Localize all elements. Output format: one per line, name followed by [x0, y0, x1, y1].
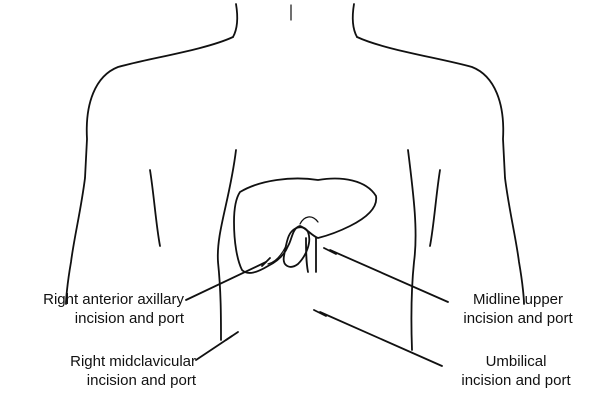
right-midclavicular-label: Right midclavicular incision and port — [14, 352, 196, 390]
right-midclavicular-port-mark — [226, 332, 238, 340]
midline-upper-label: Midline upper incision and port — [448, 290, 588, 328]
liver — [234, 179, 376, 273]
neck-left-outline — [233, 4, 237, 37]
right-anterior-axillary-label: Right anterior axillary incision and por… — [2, 290, 184, 328]
umbilical-leader — [320, 312, 442, 366]
common-bile-duct — [306, 238, 316, 272]
umbilical-label-line1: Umbilical — [446, 352, 586, 371]
left-arm-inner-outline — [150, 170, 160, 246]
right-anterior-axillary-leader — [186, 262, 266, 300]
midline-upper-label-line2: incision and port — [448, 309, 588, 328]
neck-right-outline — [353, 4, 357, 37]
right-midclavicular-label-line1: Right midclavicular — [14, 352, 196, 371]
midline-upper-label-line1: Midline upper — [448, 290, 588, 309]
right-midclavicular-label-line2: incision and port — [14, 371, 196, 390]
umbilical-label: Umbilical incision and port — [446, 352, 586, 390]
hepatic-hilum — [300, 217, 318, 224]
midline-upper-leader — [330, 250, 448, 302]
torso-left-flank — [218, 150, 236, 340]
umbilical-label-line2: incision and port — [446, 371, 586, 390]
torso-right-flank — [408, 150, 416, 350]
right-arm-inner-outline — [430, 170, 440, 246]
right-anterior-axillary-label-line2: incision and port — [2, 309, 184, 328]
right-anterior-axillary-label-line1: Right anterior axillary — [2, 290, 184, 309]
